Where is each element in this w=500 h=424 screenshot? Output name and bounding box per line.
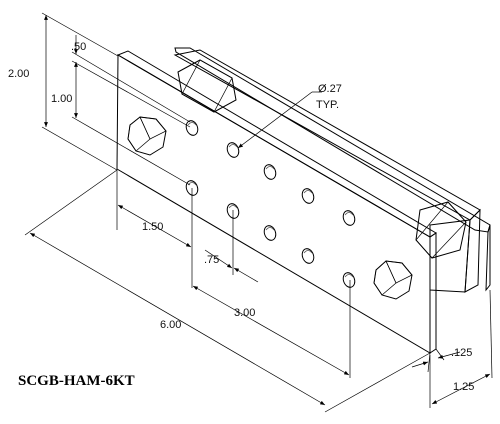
mounting-hole xyxy=(342,210,356,226)
dim-hole-diameter: Ø.27 xyxy=(318,83,342,95)
back-nut-left xyxy=(177,59,237,113)
bolt-head-right xyxy=(373,260,413,300)
part-number: SCGB-HAM-6KT xyxy=(18,373,135,389)
hole-shadow xyxy=(187,122,197,126)
dim-hole-span: 3.00 xyxy=(234,307,255,319)
mounting-hole xyxy=(301,188,315,204)
hole-shadow xyxy=(228,144,238,148)
hole-shadow xyxy=(303,190,313,194)
hole-shadow xyxy=(265,166,275,170)
dim-overall-depth: 1.25 xyxy=(453,381,474,393)
back-nut-right xyxy=(415,201,467,259)
dim-overall-height: 2.00 xyxy=(8,68,29,80)
back-plate xyxy=(174,47,491,292)
bolt-head-left xyxy=(127,116,167,156)
hole-shadow xyxy=(344,274,354,278)
mounting-hole xyxy=(342,272,356,288)
dim-edge-to-hole: 1.50 xyxy=(142,221,163,233)
mounting-hole xyxy=(226,142,240,158)
hole-shadow xyxy=(344,212,354,216)
dim-hole-note: TYP. xyxy=(316,99,339,111)
dimension-lines xyxy=(24,12,493,413)
hole-shadow xyxy=(228,205,238,209)
dim-hole-pitch: .75 xyxy=(204,254,219,266)
dim-overall-length: 6.00 xyxy=(160,319,181,331)
dim-top-offset: .50 xyxy=(71,41,86,53)
hole-shadow xyxy=(265,227,275,231)
front-plate xyxy=(116,50,437,354)
mounting-hole xyxy=(185,120,199,136)
mounting-hole xyxy=(301,248,315,264)
mounting-hole xyxy=(263,225,277,241)
mounting-hole xyxy=(263,164,277,180)
dim-plate-thickness: .125 xyxy=(451,347,472,359)
dim-row-spacing: 1.00 xyxy=(51,93,72,105)
